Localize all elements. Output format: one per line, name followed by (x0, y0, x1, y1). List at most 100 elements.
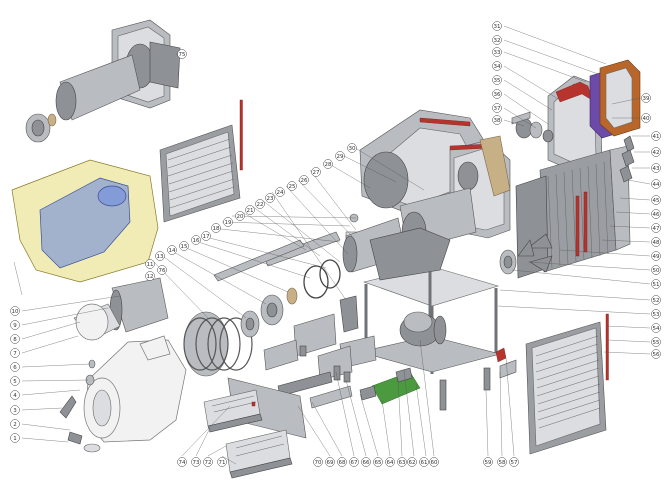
callout-number: 66 (363, 460, 370, 466)
callout-circle (275, 187, 285, 197)
callout-circle (211, 223, 221, 233)
callout-number: 57 (511, 460, 518, 466)
callout-circle (223, 217, 233, 227)
callout-38: 38 (492, 115, 502, 125)
callout-40: 40 (641, 113, 651, 123)
side-gasket (479, 135, 511, 197)
callout-circle (641, 93, 651, 103)
callout-number: 36 (494, 92, 501, 98)
callout-number: 65 (375, 460, 382, 466)
callout-6: 6 (10, 362, 20, 372)
callout-number: 16 (193, 238, 200, 244)
callout-67: 67 (349, 457, 359, 467)
callout-circle (651, 323, 661, 333)
callout-number: 53 (653, 312, 660, 318)
callout-circle (651, 295, 661, 305)
callout-number: 8 (13, 337, 17, 343)
callout-number: 71 (219, 460, 226, 466)
callout-number: 24 (277, 190, 284, 196)
callout-number: 73 (193, 460, 200, 466)
callout-number: 72 (205, 460, 212, 466)
callout-44: 44 (651, 179, 661, 189)
callout-number: 45 (653, 198, 660, 204)
callout-34: 34 (492, 61, 502, 71)
callout-circle (419, 457, 429, 467)
callout-circle (651, 265, 661, 275)
callout-number: 61 (421, 460, 428, 466)
auger-drive-assembly (25, 19, 181, 143)
callout-51: 51 (651, 279, 661, 289)
callout-number: 62 (409, 460, 416, 466)
leader-lines (13, 25, 651, 465)
callout-71: 71 (217, 457, 227, 467)
bottom-right-parts (439, 347, 517, 411)
callout-number: 3 (13, 408, 17, 414)
callout-31: 31 (492, 21, 502, 31)
callout-number: 9 (13, 323, 17, 329)
evaporator-coil (183, 311, 253, 377)
callout-45: 45 (651, 195, 661, 205)
callout-number: 13 (157, 254, 164, 260)
callout-number: 58 (499, 460, 506, 466)
callout-number: 75 (179, 52, 186, 58)
callout-62: 62 (407, 457, 417, 467)
callout-number: 30 (349, 146, 356, 152)
callout-49: 49 (651, 251, 661, 261)
callout-circle (325, 457, 335, 467)
front-dispenser-cover (83, 335, 187, 443)
callout-circle (155, 251, 165, 261)
callout-number: 64 (387, 460, 394, 466)
callout-number: 6 (13, 365, 17, 371)
callout-2: 2 (10, 419, 20, 429)
callout-60: 60 (429, 457, 439, 467)
callout-circle (10, 405, 20, 415)
callout-circle (651, 147, 661, 157)
callout-54: 54 (651, 323, 661, 333)
callout-76: 76 (157, 265, 167, 275)
callout-37: 37 (492, 103, 502, 113)
callout-circle (191, 457, 201, 467)
callout-18: 18 (211, 223, 221, 233)
callout-number: 68 (339, 460, 346, 466)
callout-63: 63 (397, 457, 407, 467)
callout-circle (145, 259, 155, 269)
callout-1: 1 (10, 433, 20, 443)
chassis-frame (359, 227, 502, 374)
callout-19: 19 (223, 217, 233, 227)
callout-number: 74 (179, 460, 186, 466)
callout-circle (347, 143, 357, 153)
callout-number: 21 (247, 208, 254, 214)
callout-35: 35 (492, 75, 502, 85)
callout-number: 29 (337, 154, 344, 160)
callout-59: 59 (483, 457, 493, 467)
callout-number: 52 (653, 298, 660, 304)
callout-4: 4 (10, 390, 20, 400)
callout-number: 14 (169, 248, 176, 254)
callout-circle (235, 211, 245, 221)
callout-circle (373, 457, 383, 467)
callout-22: 22 (255, 199, 265, 209)
callout-number: 40 (643, 116, 650, 122)
callout-circle (203, 457, 213, 467)
callout-circle (651, 251, 661, 261)
callout-61: 61 (419, 457, 429, 467)
callout-29: 29 (335, 151, 345, 161)
callout-66: 66 (361, 457, 371, 467)
callout-24: 24 (275, 187, 285, 197)
callout-circle (145, 271, 155, 281)
callout-circle (10, 348, 20, 358)
callout-circle (407, 457, 417, 467)
callout-circle (299, 175, 309, 185)
callout-number: 47 (653, 226, 660, 232)
callout-circle (255, 199, 265, 209)
callout-circle (385, 457, 395, 467)
callout-circle (265, 193, 275, 203)
callout-circle (201, 231, 211, 241)
callout-64: 64 (385, 457, 395, 467)
callout-number: 35 (494, 78, 501, 84)
callout-circle (361, 457, 371, 467)
callout-17: 17 (201, 231, 211, 241)
callout-7: 7 (10, 348, 20, 358)
callout-circle (157, 265, 167, 275)
callout-32: 32 (492, 35, 502, 45)
